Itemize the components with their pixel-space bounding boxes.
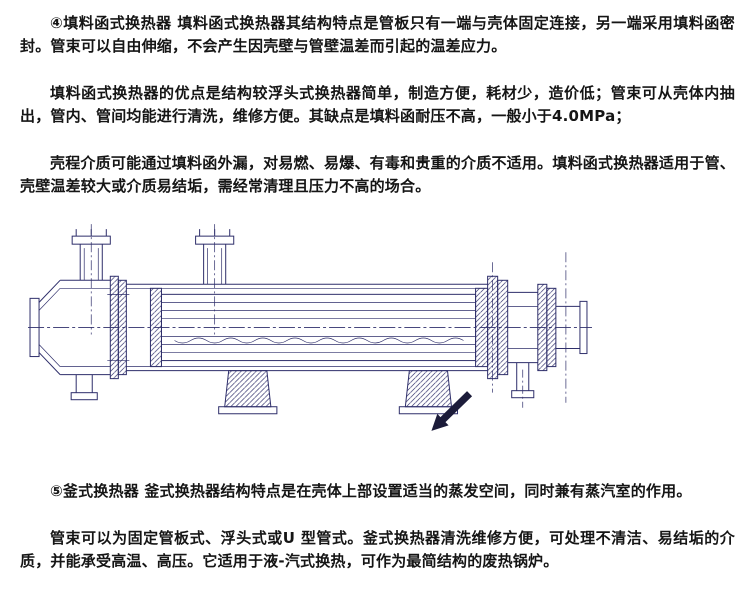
paragraph-kettle-details: 管束可以为固定管板式、浮头式或U 型管式。釜式换热器清洗维修方便，可处理不清洁、… xyxy=(20,529,735,570)
paragraph-stuffing-box-advantages: 填料函式换热器的优点是结构较浮头式换热器简单，制造方便，耗材少，造价低；管束可从… xyxy=(20,84,735,125)
heat-exchanger-technical-drawing xyxy=(28,224,592,431)
paragraph-stuffing-box-intro: ④填料函式换热器 填料函式换热器其结构特点是管板只有一端与壳体固定连接，另一端采… xyxy=(20,14,735,55)
drawing-lines xyxy=(28,224,592,415)
paragraph-stuffing-box-applications: 壳程介质可能通过填料函外漏，对易燃、易爆、有毒和贵重的介质不适用。填料函式换热器… xyxy=(20,154,735,195)
cursor-arrow-icon xyxy=(431,391,473,431)
heat-exchanger-figure xyxy=(24,222,596,458)
paragraph-kettle-intro: ⑤釜式换热器 釜式换热器结构特点是在壳体上部设置适当的蒸发空间，同时兼有蒸汽室的… xyxy=(50,482,692,500)
